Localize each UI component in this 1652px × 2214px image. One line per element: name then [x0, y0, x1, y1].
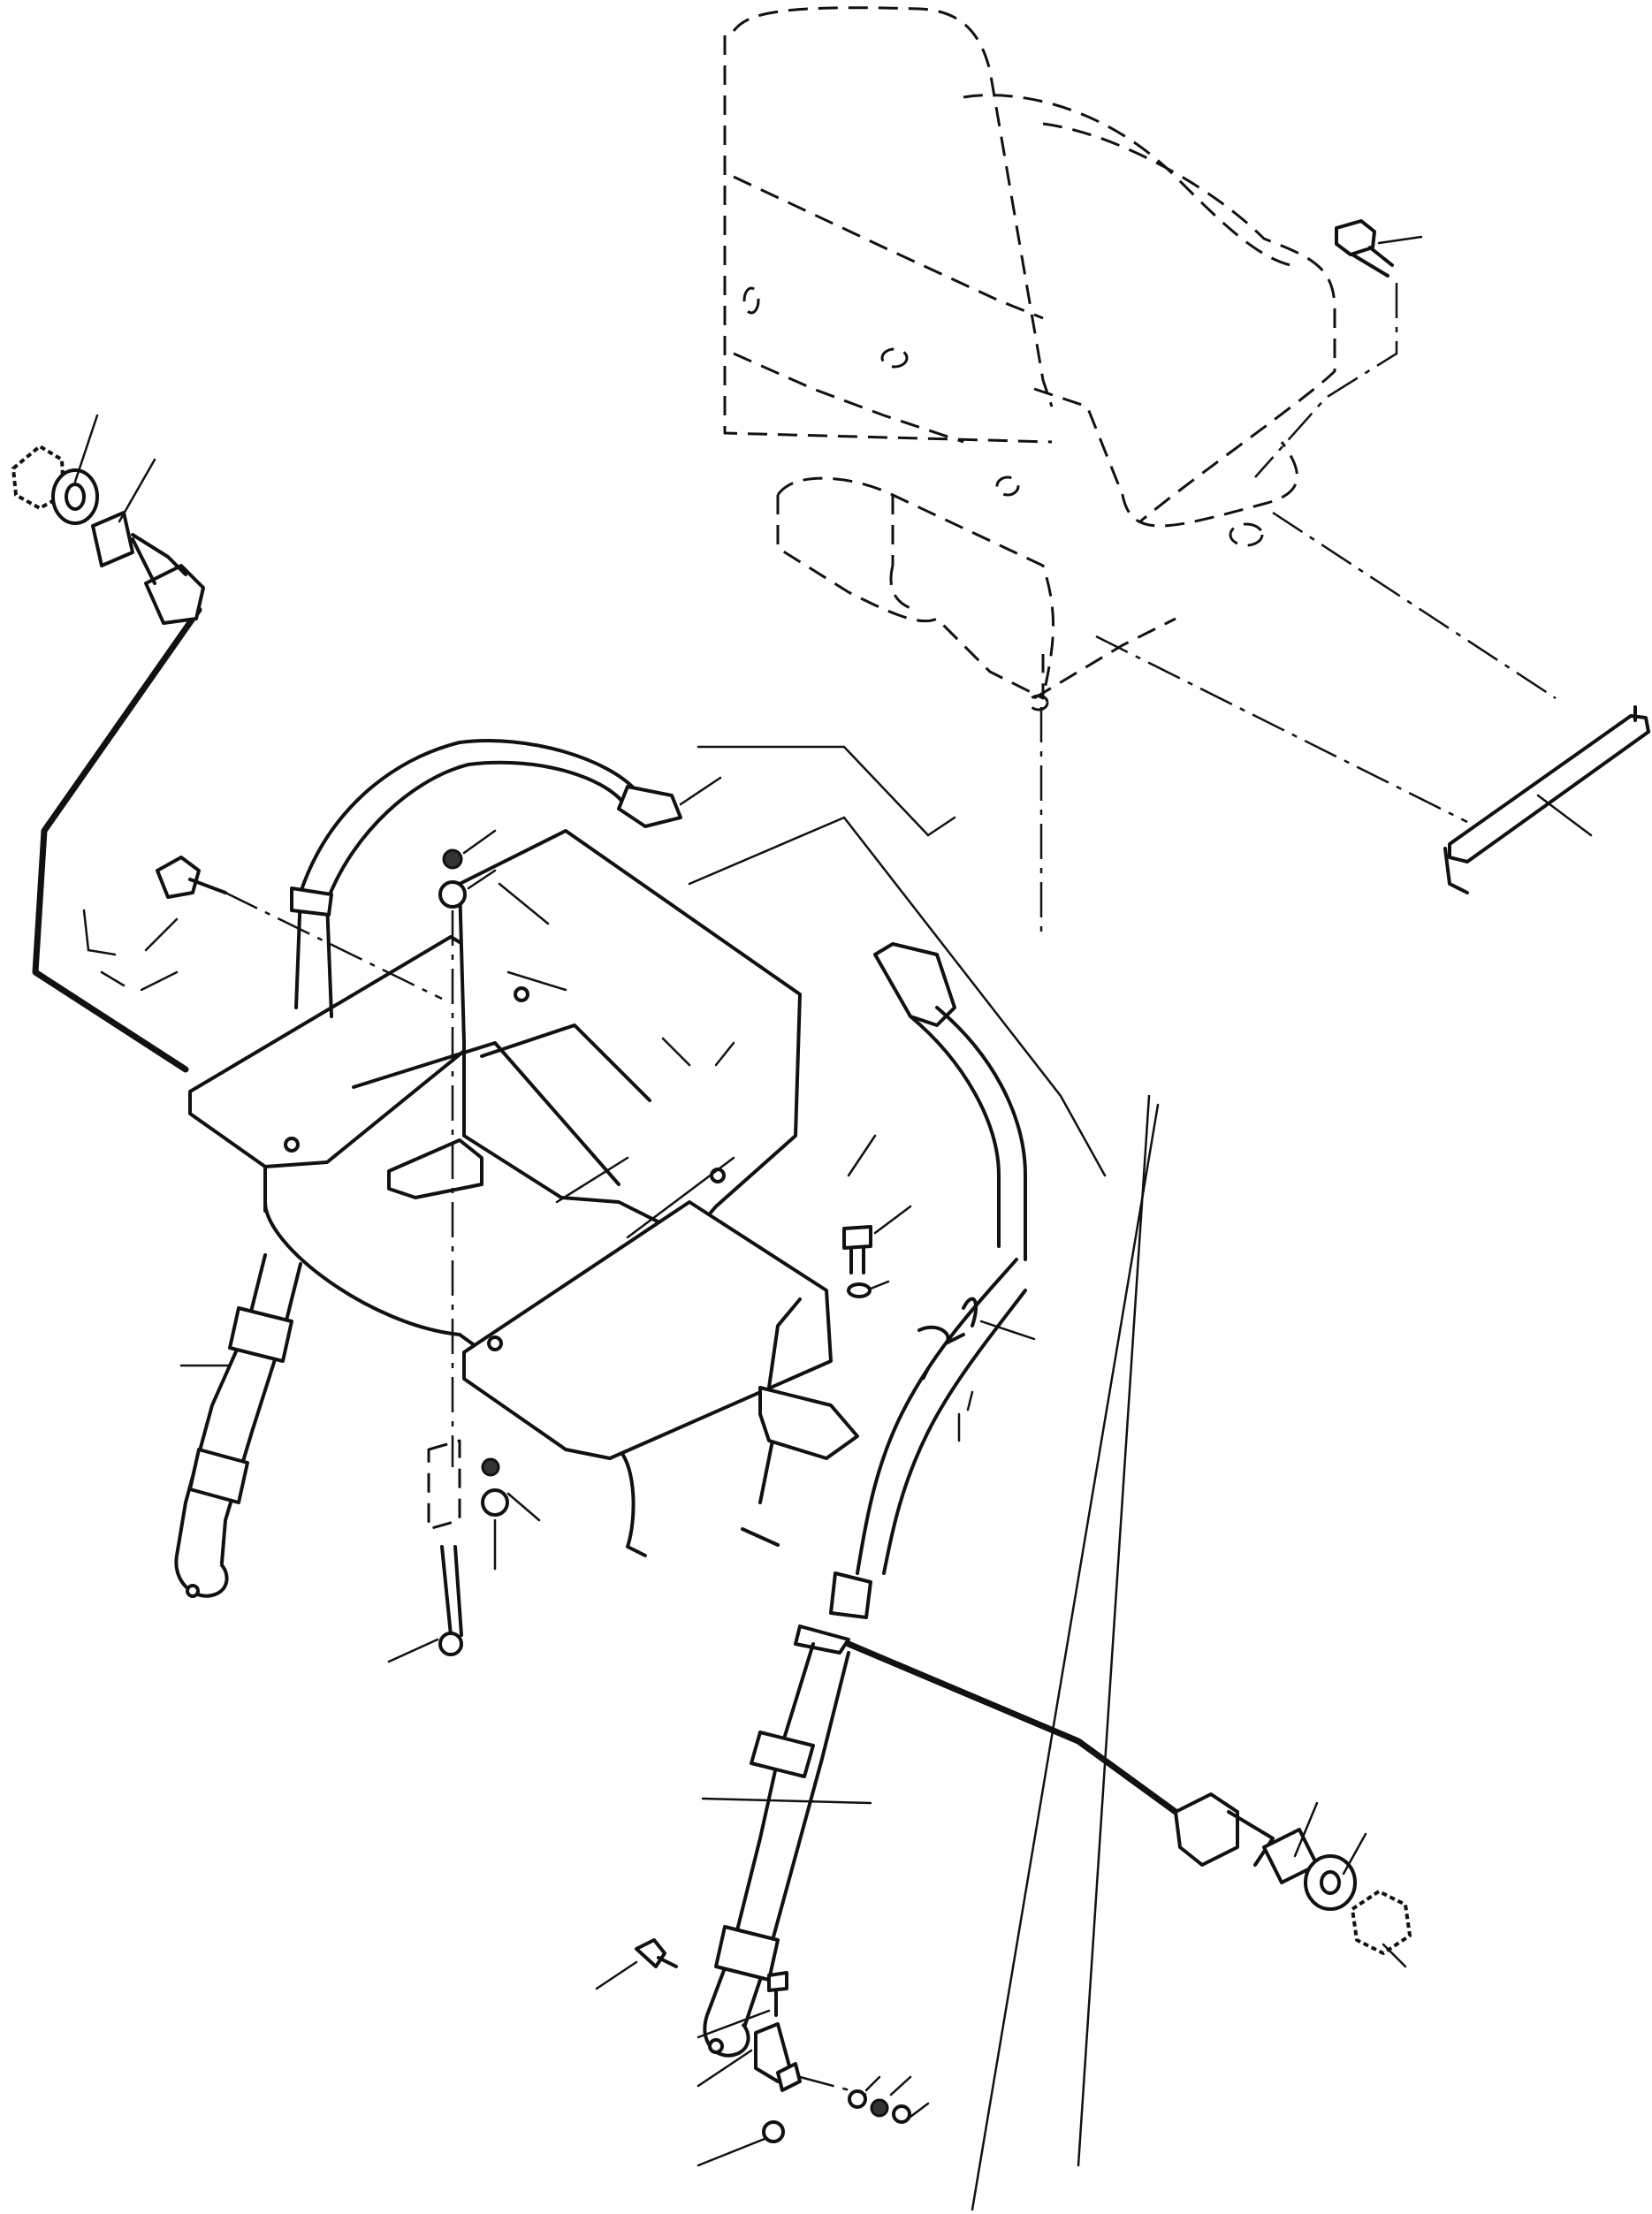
seat-belt-strap-left-lower [174, 1253, 302, 1598]
seat-mounting-bolt [1254, 219, 1423, 478]
bottom-nuts-right [848, 2075, 930, 2124]
right-anchor-cable [845, 1640, 1179, 1815]
bottom-nut-left [697, 2120, 785, 2167]
right-anchor-hardware [1174, 1792, 1412, 1968]
left-anchor-cable [32, 537, 205, 1073]
right-bolt-and-washer [842, 1205, 912, 1298]
operator-seat [723, 6, 1336, 711]
anchor-bracket [697, 2022, 867, 2096]
seat-slide-rail [1095, 511, 1650, 894]
seat-mount-bracket-assembly [188, 829, 859, 1557]
long-bolt-and-spacer [387, 1439, 463, 1663]
wire-clips [917, 1297, 1036, 1442]
seat-belt-strap-upper [290, 739, 722, 1018]
bottom-bolt-center [697, 1971, 788, 2039]
nut-and-washer-upper [438, 829, 497, 1467]
wing-bolt [144, 856, 443, 1000]
left-anchor-hardware [11, 414, 187, 576]
leader-lines [82, 745, 1160, 2211]
lower-nuts [481, 1457, 541, 1571]
bottom-bolt-left [595, 1938, 678, 1990]
seat-belt-strap-right [701, 942, 1027, 2058]
